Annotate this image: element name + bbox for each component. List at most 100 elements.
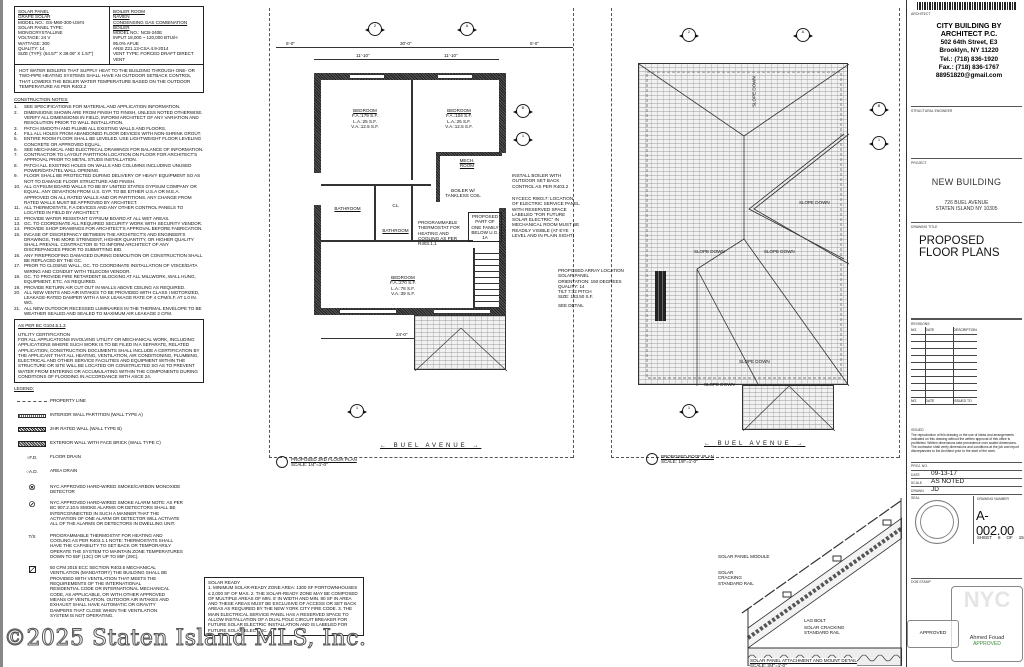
address-line: 726 BUEL AVENUE	[944, 200, 989, 206]
note-text: ANY FIREPROOFING DAMAGED DURING DEMOLITI…	[24, 252, 203, 264]
firm-line: CITY BUILDING BY	[936, 21, 1002, 30]
partition	[374, 186, 376, 242]
firm-line: Brooklyn, NY 11220	[939, 47, 999, 55]
of-label: OF	[1006, 535, 1013, 540]
construction-note: 11.ALL THERMOSTATS, F.A DEVICES AND ANY …	[14, 205, 204, 216]
section-marker-a[interactable]: A	[793, 28, 813, 42]
rev-row	[911, 348, 977, 356]
marker-label: 1	[687, 405, 691, 410]
utility-certification-box: AS PER BC G104.5.1.3 UTILITY CERTIFICATI…	[14, 319, 204, 384]
array-note-line: ORIENTATION: 150 DEGREES	[558, 278, 622, 284]
note-number: 19.	[14, 284, 21, 290]
copyright-watermark: ©2025 Staten Island MLS, Inc.	[4, 626, 367, 652]
solar-array	[655, 271, 666, 321]
legend-text: 50 CFM 2015 ECC SECTION R403.6 MECHANICA…	[50, 565, 170, 618]
install-boiler-callout: INSTALL BOILER WITH OUTDOOR SET BACK CON…	[512, 173, 569, 189]
boiler-room-spec: BOILER ROOM NAVIEN CONDENSING GAS COMBIN…	[110, 7, 203, 64]
roof-plan: SLOPE DOWN SLOPE DOWN SLOPE DOWN SLOPE D…	[558, 8, 900, 465]
rev-row	[911, 362, 977, 370]
note-text: ALL GYPSUM BOARD WALLS TO BE BY UNITED S…	[24, 183, 197, 205]
legend-item-property-line: PROPERTY LINE	[14, 398, 184, 406]
approver-name: Ahmed Fouad	[969, 635, 1005, 641]
firm-info: CITY BUILDING BY ARCHITECT P.C. 502 64th…	[919, 21, 1019, 81]
section-marker-2[interactable]: 2	[679, 28, 699, 42]
main-roof: SLOPE DOWN SLOPE DOWN SLOPE DOWN SLOPE D…	[638, 63, 849, 387]
slope-label: SLOPE DOWN	[751, 76, 757, 107]
section-marker-2[interactable]: 2	[365, 22, 385, 36]
slope-label: SLOPE DOWN	[694, 249, 725, 254]
marker-label: 1	[521, 133, 525, 138]
exterior-wall-right-lower	[499, 208, 506, 316]
street-label: ← BUEL AVENUE →	[380, 443, 482, 449]
legend-item-wall-c: EXTERIOR WALL WITH FACE BRICK (WALL TYPE…	[14, 440, 184, 448]
divider	[911, 462, 1022, 463]
construction-note: 15.INCASE OF DISCREPANCY BETWEEN THE ARC…	[14, 232, 204, 253]
room-fa: F.A.:270 S.F.	[389, 280, 417, 286]
section-marker-bottom[interactable]: 1	[347, 404, 367, 418]
plan-scale: SCALE: 1/8"=1'-0"	[661, 459, 698, 464]
property-line	[573, 8, 574, 458]
construction-note: 18.GC. TO PROVIDE FIRE RETARDENT BLOCKIN…	[14, 274, 204, 285]
note-number: 1.	[14, 104, 18, 110]
note-number: 20.	[14, 289, 21, 295]
sheet-label: SHEET	[977, 535, 993, 540]
section-marker-1[interactable]: 1	[513, 132, 533, 146]
section-marker-b[interactable]: B	[869, 102, 889, 116]
stair	[473, 248, 499, 308]
approved-label: APPROVED	[919, 631, 947, 636]
exterior-wall-left-lower	[314, 205, 321, 315]
section-marker-a[interactable]: A	[457, 22, 477, 36]
approval-stamp: APPROVED	[907, 620, 959, 648]
section-marker-1[interactable]: 1	[869, 136, 889, 150]
drawing-title-label: DRAWING TITLE	[911, 225, 938, 229]
room-fa: F.A.:104 S.F.	[445, 113, 473, 119]
utility-title: AS PER BC G104.5.1.3	[18, 323, 66, 329]
legend-text: EXTERIOR WALL WITH FACE BRICK (WALL TYPE…	[50, 439, 161, 445]
street-name: BUEL AVENUE	[717, 441, 792, 447]
firm-line: 502 64th Street, E3	[940, 38, 998, 46]
note-number: 17.	[14, 263, 21, 269]
dim-left-setback: 5'-0"	[286, 41, 295, 46]
rev-header: DATE	[924, 327, 953, 335]
plan-title-text: PROPOSED 3RD FLOOR PLAN SCALE: 1/4"=1'-0…	[291, 457, 357, 468]
marker-label: 2	[373, 23, 377, 28]
note-text: ALL THERMOSTATS, F.A DEVICES AND ANY OTH…	[24, 205, 184, 216]
legend-item-smoke: ⊘ NYC APPROVED HARD-WIRED SMOKE ALARM NO…	[14, 499, 184, 527]
construction-note: 6.SEE MECHANICAL AND ELECTRICAL DRAWINGS…	[14, 147, 204, 152]
section-marker-b[interactable]: B	[513, 104, 533, 118]
mech-room-wall	[436, 152, 502, 156]
solar-mount-detail: SOLAR PANEL MODULE SOLAR CRACKING STANDA…	[718, 488, 902, 667]
issued-header: DATE	[924, 397, 953, 405]
notes-column: SOLAR PANEL GRAPE SOLAR MODEL NO.: GS-M6…	[14, 6, 208, 618]
legend-text: AREA DRAIN	[50, 467, 78, 473]
section-marker-bottom[interactable]: 1	[679, 404, 699, 418]
street-name: BUEL AVENUE	[393, 443, 468, 449]
legend-item-thermostat: T/S PROGRAMMABLE THERMOSTAT FOR HEATING …	[14, 533, 184, 559]
dob-stamp-label: DOB STAMP	[911, 580, 931, 584]
array-callout: PROPOSED ARRAY LOCATION SOLAR PANEL ORIE…	[558, 268, 628, 308]
boiler-label: BOILER W/ TANKLESS COIL	[445, 188, 481, 199]
array-note-line: SOLAR PANEL	[558, 273, 590, 279]
barcode	[917, 2, 1017, 10]
spec-line: CONDENSING GAS COMBINATION BOILER	[113, 19, 188, 30]
room-va: V.A.:39 S.F.	[391, 290, 415, 296]
dim-total-width: 30'-0"	[400, 41, 412, 46]
property-line	[611, 457, 899, 458]
slope-label: SLOPE DOWN	[704, 382, 735, 387]
note-number: 16.	[14, 252, 21, 258]
wall-type-a-icon	[14, 412, 50, 420]
legend-item-wall-b: 2HR RATED WALL (WALL TYPE B)	[14, 426, 184, 434]
porch-roof	[414, 315, 507, 371]
property-line	[269, 457, 573, 458]
divider	[911, 486, 1022, 487]
divider	[911, 478, 1022, 479]
divider	[911, 318, 1022, 320]
note-number: 21.	[14, 305, 21, 311]
drawn-label: Drawn	[911, 489, 924, 493]
room-bedroom-2: BEDROOM F.A.:104 S.F. L.A.:25 S.F. V.A.:…	[424, 108, 494, 129]
disclaimer: The reproduction of this drawing or the …	[911, 433, 1019, 453]
construction-note: 5.ENTIRE ROOM FLOOR SHALL BE LEVELED. US…	[14, 136, 204, 147]
detail-label: SOLAR CRACKING STANDARD RAIL	[804, 625, 845, 636]
marker-label: B	[877, 103, 881, 108]
